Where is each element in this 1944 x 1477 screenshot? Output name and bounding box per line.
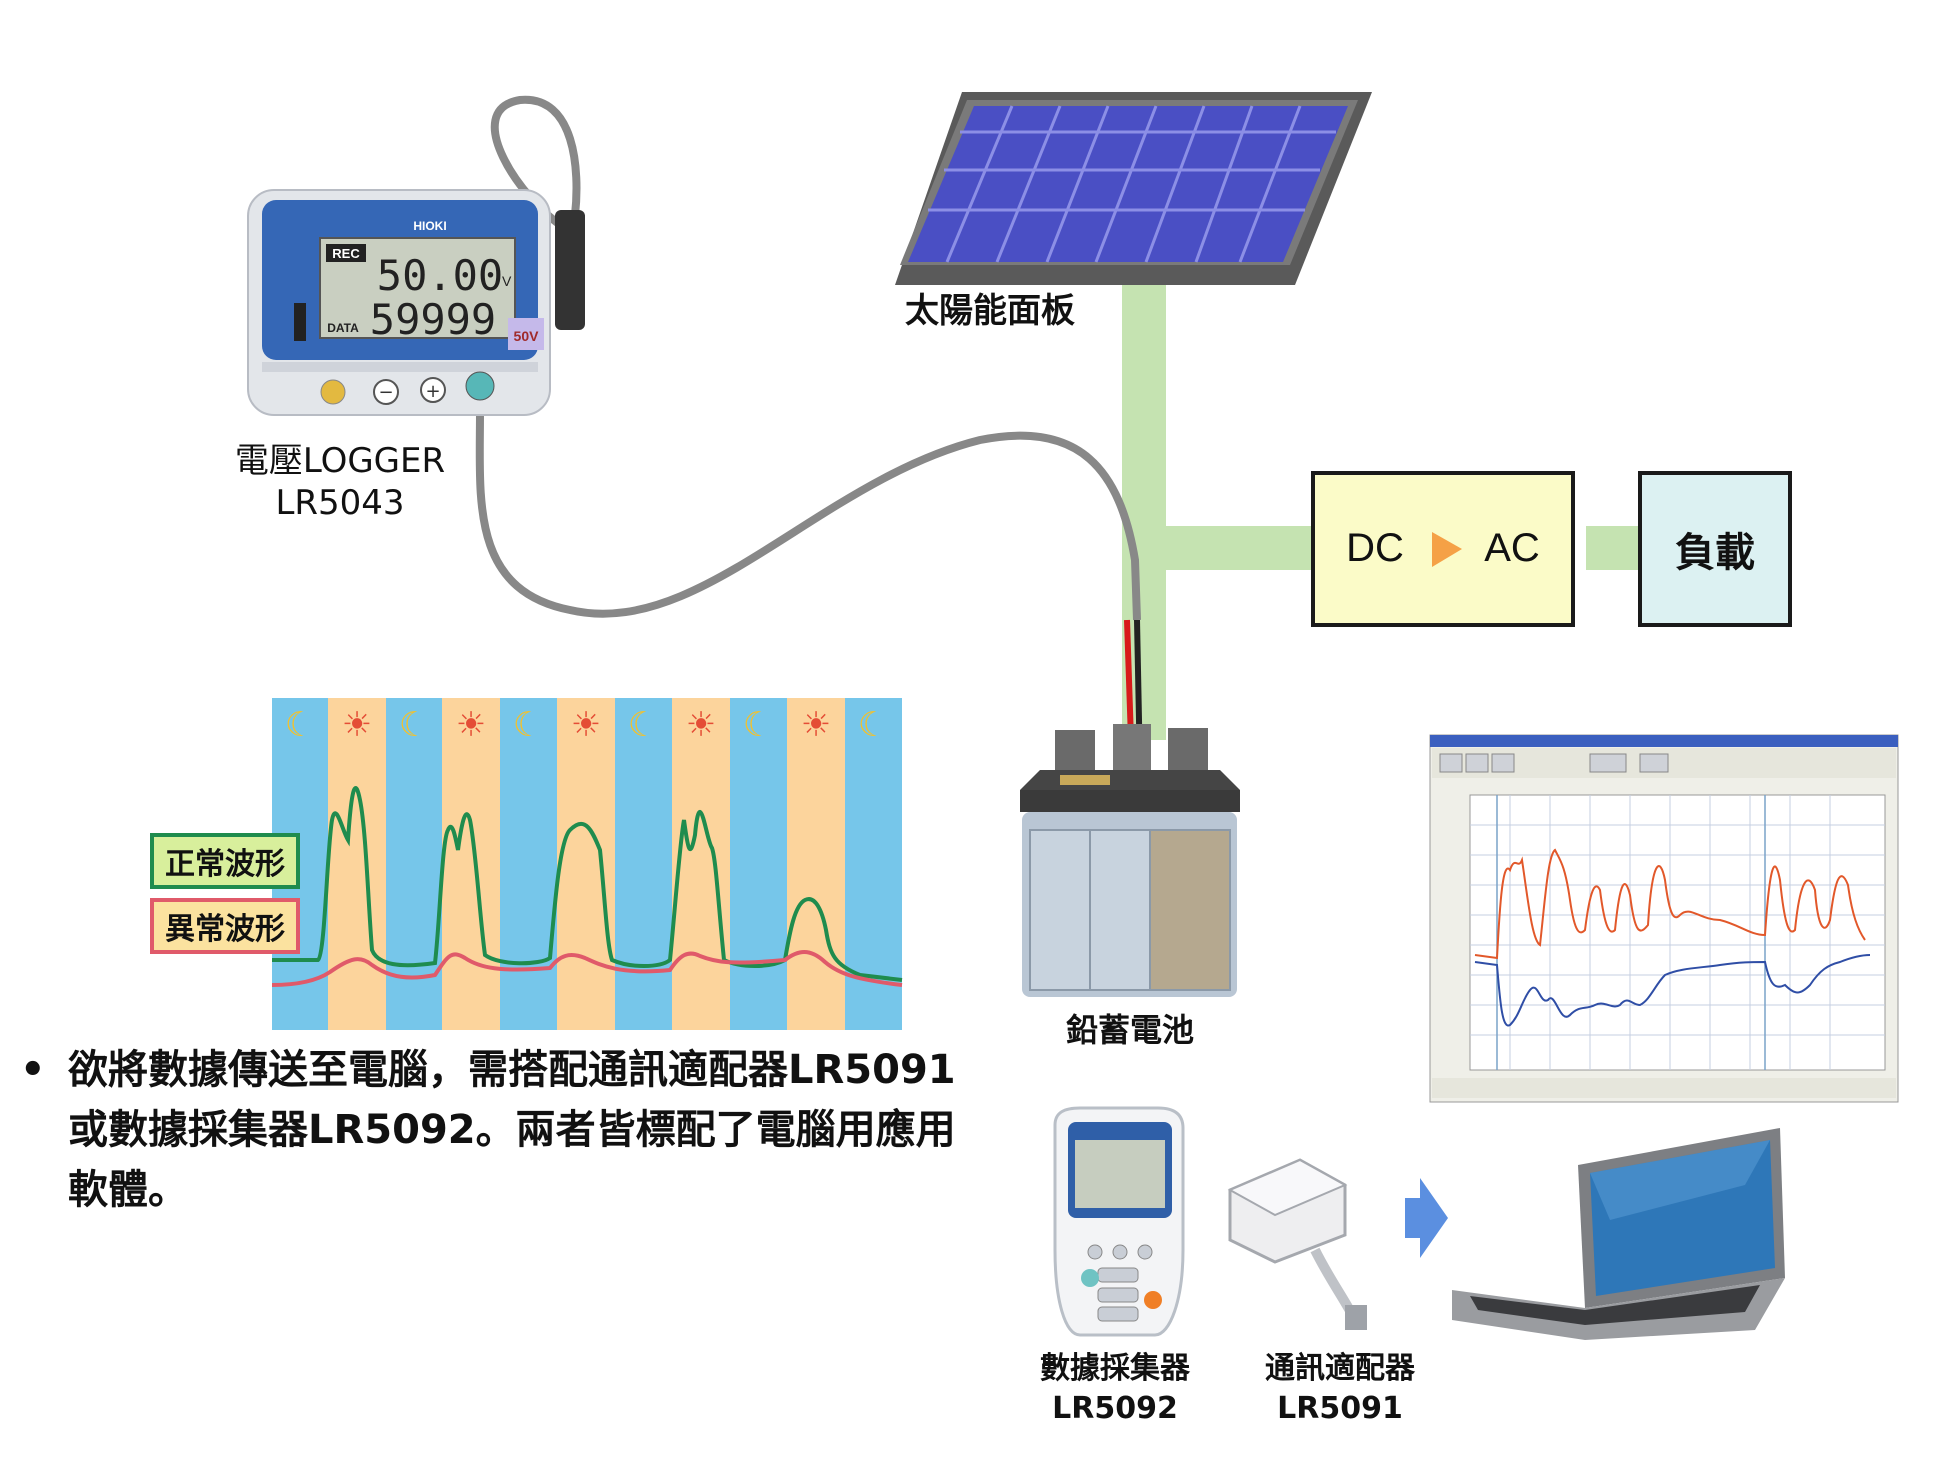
adapter-name-label: 通訊適配器 (1265, 1351, 1415, 1386)
abnormal-waveform (271, 950, 903, 987)
logger-bottom-value: 59999 (370, 295, 496, 344)
moon-icon: ☾ (399, 705, 429, 745)
normal-waveform-label: 正常波形 (165, 847, 285, 882)
logger-button-minus (373, 379, 399, 405)
logger-button-start (465, 371, 495, 401)
normal-legend-box (150, 833, 300, 889)
sun-icon: ☀ (456, 705, 486, 745)
inverter-arrow-icon (1432, 532, 1462, 567)
sensor-cable (475, 411, 1141, 621)
load-box (1638, 471, 1792, 627)
communication-adapter-device (1227, 1158, 1367, 1330)
solar-panel-label: 太陽能面板 (905, 291, 1075, 331)
moon-icon: ☾ (858, 705, 888, 745)
logger-range: 50V (514, 328, 540, 344)
logger-data-label: DATA (327, 321, 359, 335)
moon-icon: ☾ (628, 705, 658, 745)
inverter-ac-label: AC (1484, 525, 1540, 570)
battery-label: 鉛蓄電池 (1065, 1011, 1194, 1049)
logger-brand: HIOKI (413, 219, 446, 233)
waveform-chart: ☾ ☀ ☾ ☀ ☾ ☀ ☾ ☀ ☾ ☀ ☾ (271, 698, 903, 1030)
collector-model-label: LR5092 (1052, 1391, 1178, 1426)
moon-icon: ☾ (513, 705, 543, 745)
normal-waveform (272, 786, 903, 982)
transfer-arrow-icon (1405, 1178, 1448, 1258)
sun-icon: ☀ (571, 705, 601, 745)
load-label: 負載 (1675, 531, 1755, 575)
logger-model-label: LR5043 (275, 483, 405, 523)
bullet-marker: • (20, 1047, 46, 1093)
logger-rec-text: REC (332, 246, 360, 261)
svg-text:+: + (425, 381, 440, 402)
bullet-text: 欲將數據傳送至電腦，需搭配通訊適配器LR5091或數據採集器LR5092。兩者皆… (68, 1047, 956, 1213)
logger-unit: V (502, 273, 512, 289)
inverter-dc-label: DC (1346, 525, 1404, 570)
collector-name-label: 數據採集器 (1040, 1351, 1190, 1386)
adapter-model-label: LR5091 (1277, 1391, 1403, 1426)
sun-icon: ☀ (801, 705, 831, 745)
pc-software-screenshot (1429, 734, 1899, 1103)
laptop-computer (1452, 1128, 1785, 1340)
sun-icon: ☀ (342, 705, 372, 745)
logger-top-value: 50.00 (377, 251, 503, 300)
solar-panel (895, 92, 1372, 285)
voltage-logger: REC 50.00 V DATA 59999 HIOKI 50V − + (247, 189, 585, 416)
logger-button-set (320, 379, 346, 405)
svg-text:−: − (378, 382, 393, 403)
data-collector-device (1053, 1106, 1185, 1337)
moon-icon: ☾ (285, 705, 315, 745)
abnormal-legend-box (150, 898, 300, 954)
logger-name-label: 電壓LOGGER (234, 441, 446, 481)
moon-icon: ☾ (743, 705, 773, 745)
abnormal-waveform-label: 異常波形 (165, 912, 285, 947)
lead-acid-battery (1020, 724, 1240, 997)
logger-button-plus (420, 377, 446, 403)
sun-icon: ☀ (686, 705, 716, 745)
